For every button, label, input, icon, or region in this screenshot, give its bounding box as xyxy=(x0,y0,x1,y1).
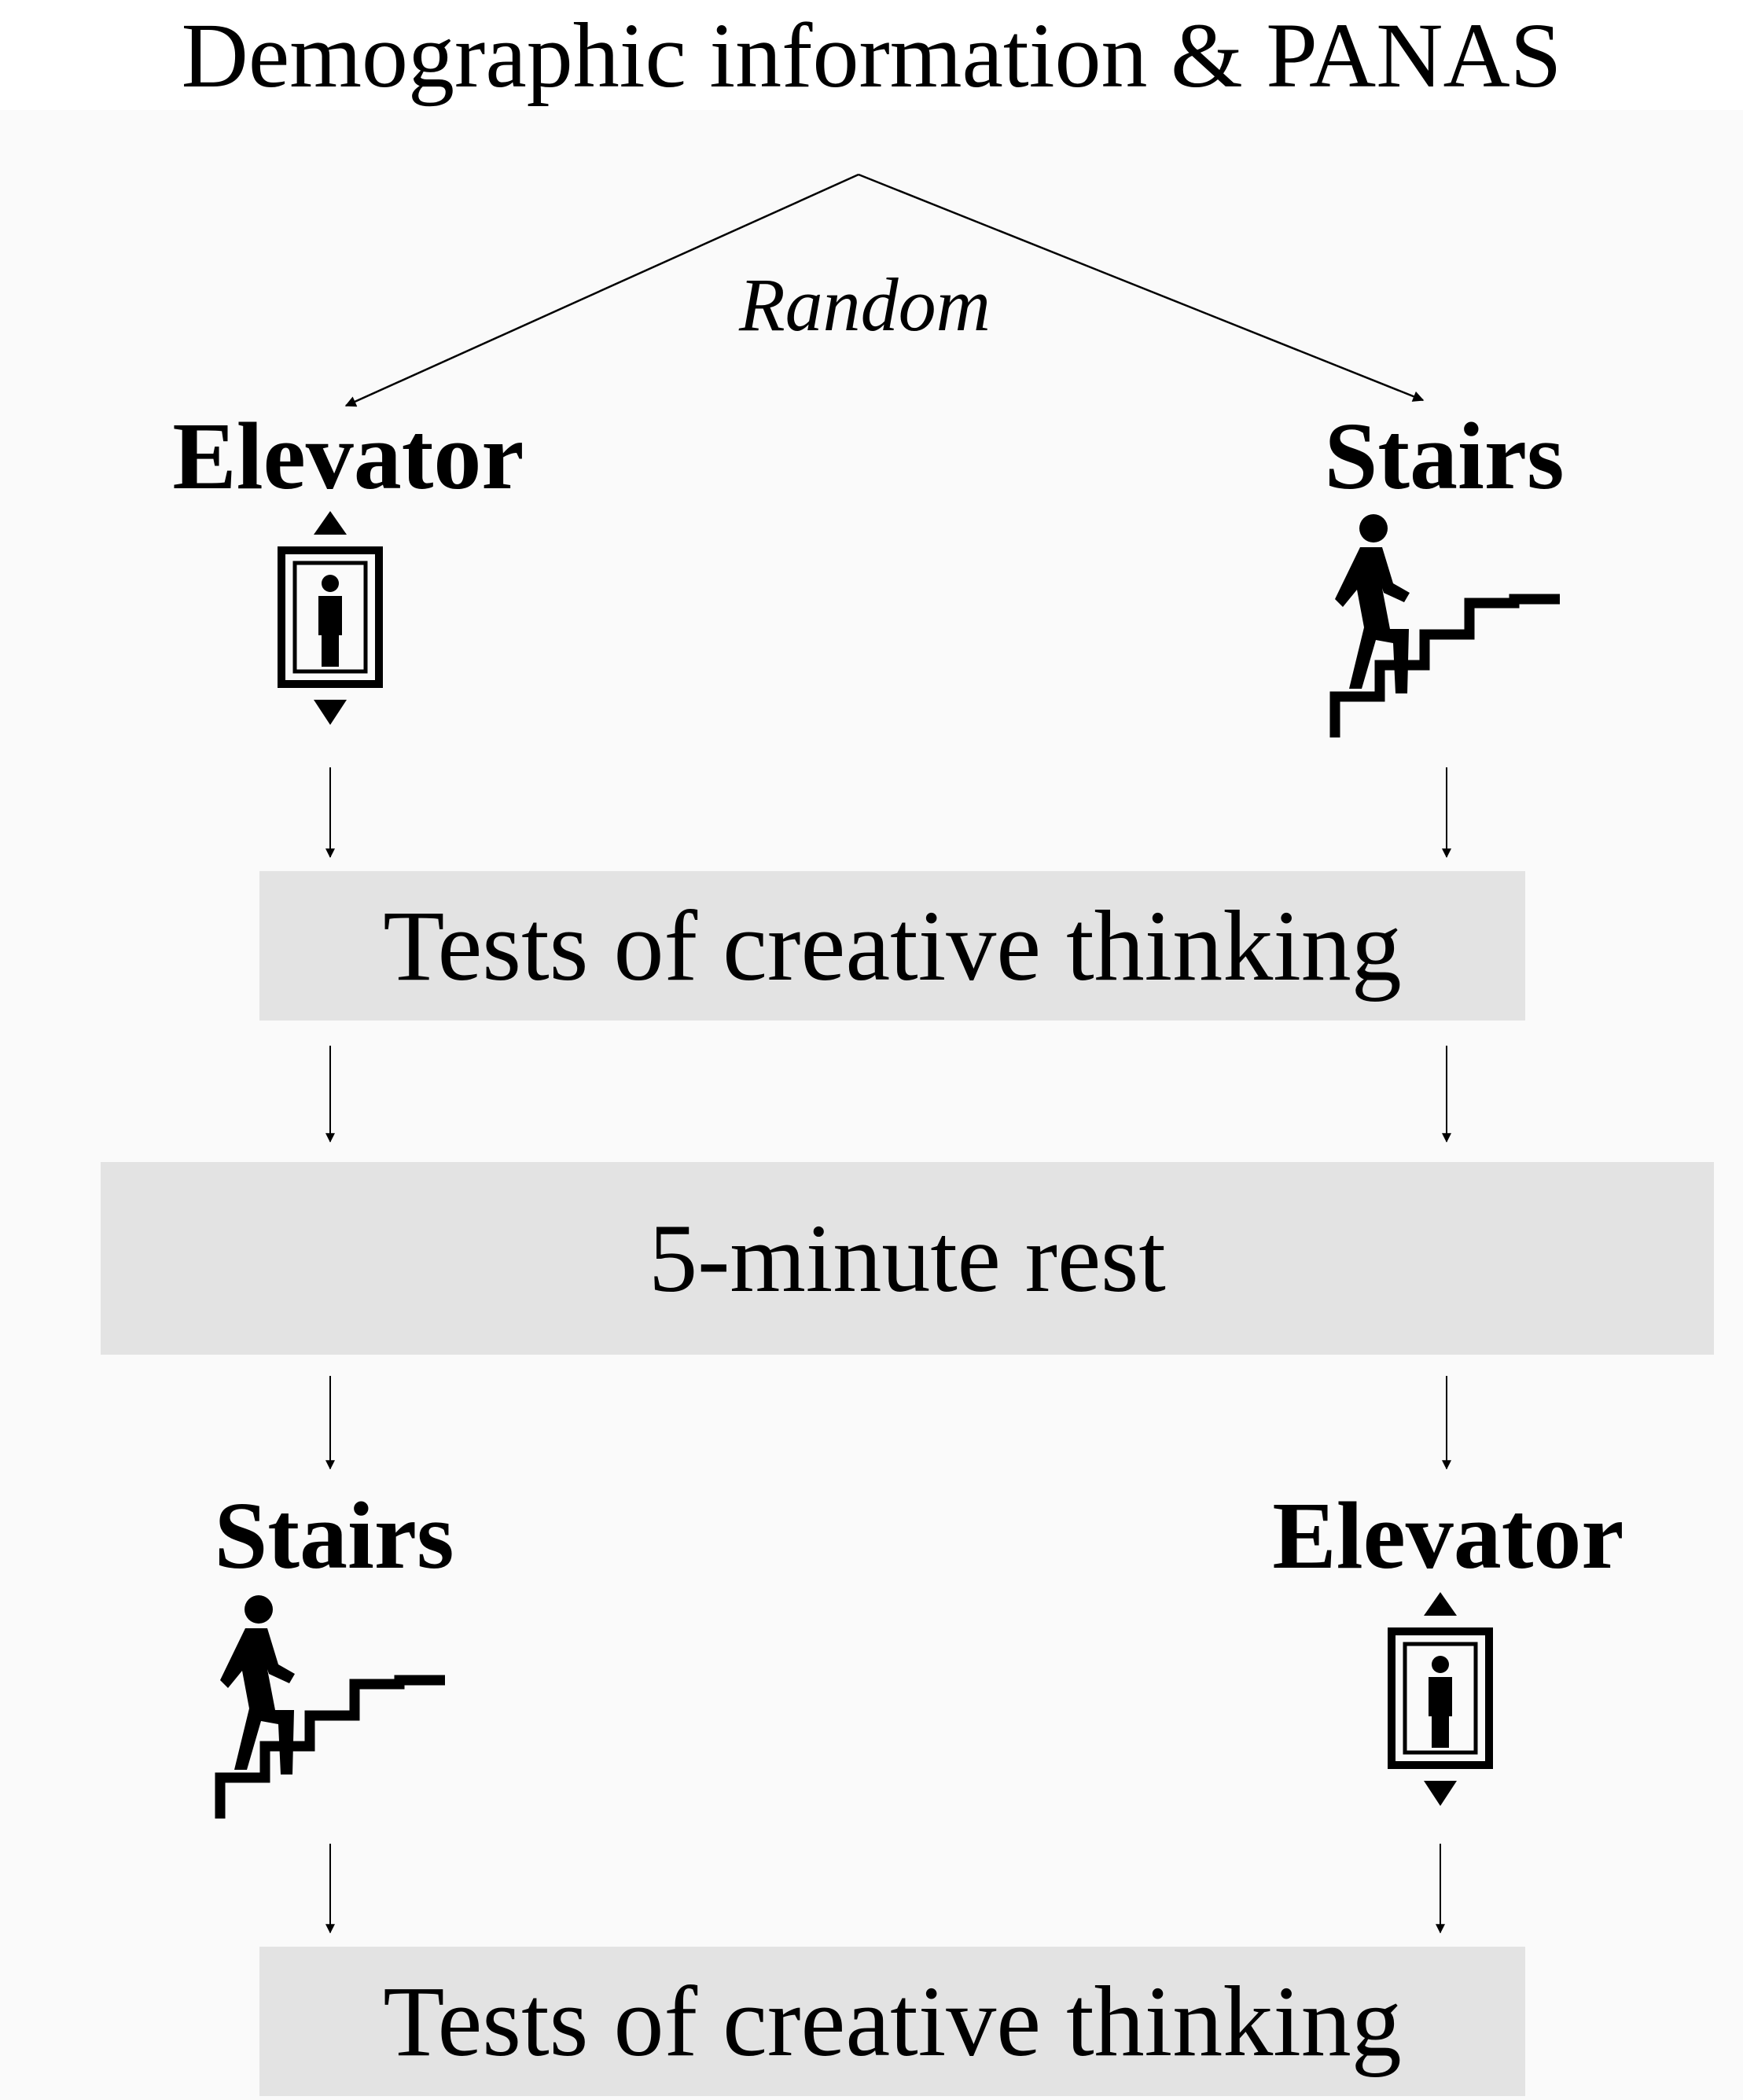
elevator-icon xyxy=(278,511,383,725)
split-line-left xyxy=(344,173,859,407)
second-right-condition-label: Elevator xyxy=(1272,1483,1624,1589)
random-split-lines xyxy=(344,173,1425,407)
tests-box-1: Tests of creative thinking xyxy=(259,871,1525,1021)
stairs-climbing-icon xyxy=(1329,514,1560,737)
first-left-condition-label: Elevator xyxy=(172,403,524,509)
split-line-right xyxy=(858,173,1425,402)
rest-box-label: 5-minute rest xyxy=(649,1204,1166,1312)
tests-box-2-label: Tests of creative thinking xyxy=(383,1966,1402,2077)
rest-box: 5-minute rest xyxy=(101,1162,1714,1355)
title-strip xyxy=(0,0,1743,110)
diagram-title: Demographic information & PANAS xyxy=(181,4,1562,107)
stairs-climbing-icon xyxy=(215,1595,445,1819)
second-left-condition-label: Stairs xyxy=(214,1483,454,1589)
branch-label: Random xyxy=(739,263,991,347)
elevator-icon xyxy=(1388,1592,1493,1806)
first-right-condition-label: Stairs xyxy=(1324,403,1565,509)
tests-box-1-label: Tests of creative thinking xyxy=(383,890,1402,1002)
tests-box-2: Tests of creative thinking xyxy=(259,1947,1525,2096)
